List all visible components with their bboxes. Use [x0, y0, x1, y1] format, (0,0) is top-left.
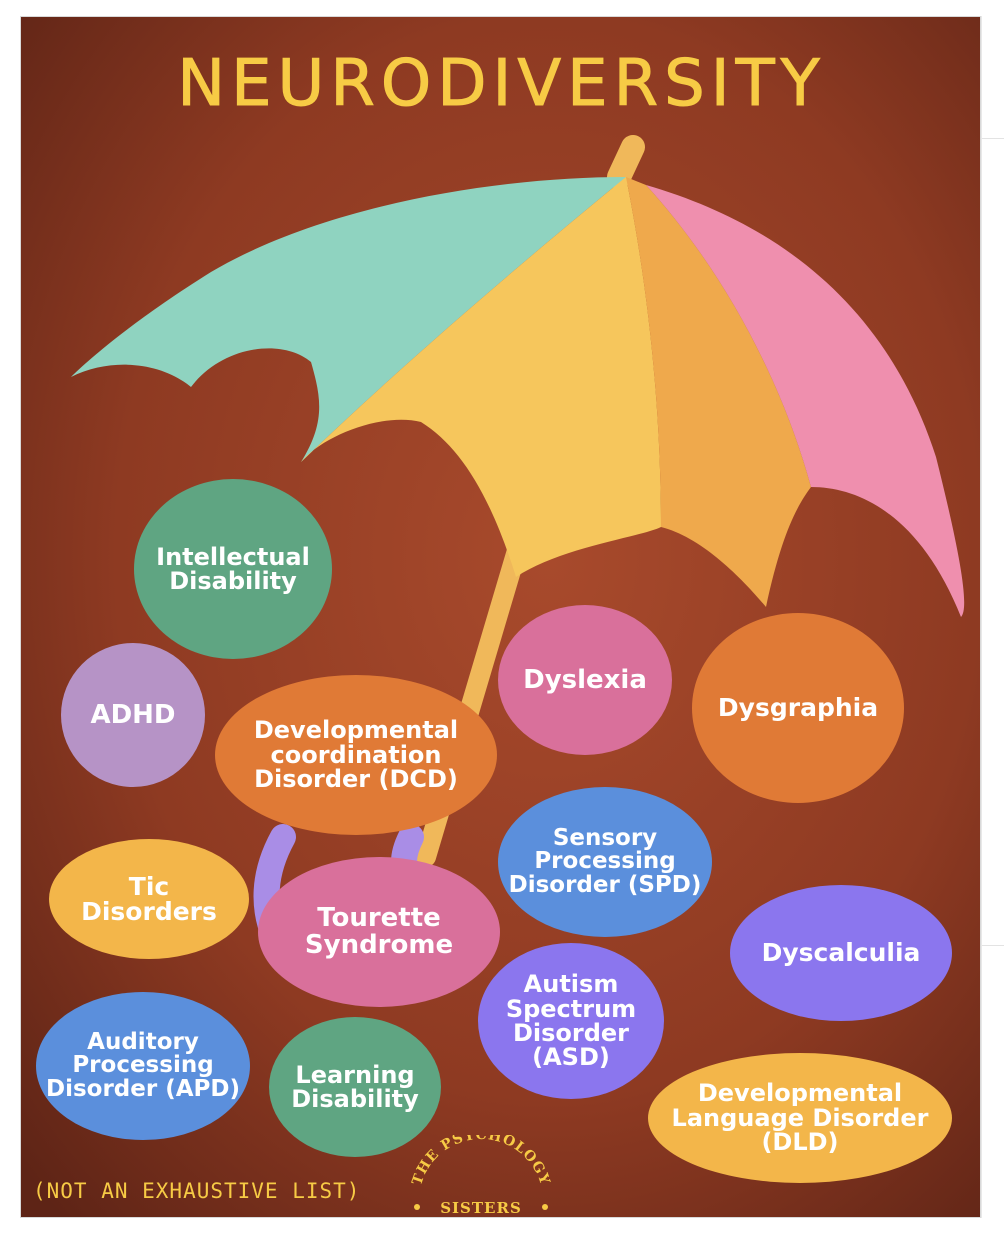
- bubble-label: Autism Spectrum Disorder (ASD): [505, 970, 637, 1072]
- bubble-label: Intellectual Disability: [156, 542, 310, 595]
- bubble-label: Auditory Processing Disorder (APD): [46, 1028, 240, 1102]
- bubble-label: Dyslexia: [523, 664, 647, 695]
- svg-text:SISTERS: SISTERS: [440, 1199, 522, 1217]
- bubble-apd: Auditory Processing Disorder (APD): [36, 992, 250, 1140]
- bubble-label: Tourette Syndrome: [304, 903, 454, 960]
- brand-logo: THE PSYCHOLOGY SISTERS: [409, 1135, 552, 1217]
- bubble-tourette-syndrome: Tourette Syndrome: [258, 857, 500, 1007]
- umbrella-panel-teal: [71, 177, 626, 462]
- bubble-label: Dysgraphia: [717, 693, 879, 723]
- bubble-dyscalculia: Dyscalculia: [730, 885, 952, 1021]
- disclaimer-note: (NOT AN EXHAUSTIVE LIST): [33, 1179, 361, 1203]
- bubble-spd: Sensory Processing Disorder (SPD): [498, 787, 712, 937]
- bubble-dysgraphia: Dysgraphia: [692, 613, 904, 803]
- bubble-dld: Developmental Language Disorder (DLD): [648, 1053, 952, 1183]
- bubble-label: Sensory Processing Disorder (SPD): [508, 824, 702, 898]
- bubble-intellectual-disability: Intellectual Disability: [134, 479, 332, 659]
- bubble-adhd: ADHD: [61, 643, 205, 787]
- bubble-tic-disorders: Tic Disorders: [49, 839, 249, 959]
- divider-line: [981, 16, 982, 1218]
- bubble-dyslexia: Dyslexia: [498, 605, 672, 755]
- umbrella-panel-orange: [626, 177, 811, 607]
- bubble-label: Learning Disability: [291, 1060, 419, 1113]
- bubble-dcd: Developmental coordination Disorder (DCD…: [215, 675, 497, 835]
- divider-line: [981, 945, 1004, 946]
- umbrella-panel-yellow: [301, 177, 661, 577]
- bubble-label: Developmental coordination Disorder (DCD…: [253, 716, 459, 794]
- poster-title: NEURODIVERSITY: [177, 47, 826, 122]
- bubble-learning-disability: Learning Disability: [269, 1017, 441, 1157]
- svg-text:THE PSYCHOLOGY: THE PSYCHOLOGY: [409, 1135, 552, 1187]
- umbrella-tip: [607, 135, 645, 189]
- divider-line: [981, 138, 1004, 139]
- infographic-poster: NEURODIVERSITY Intellectual Disability A…: [20, 16, 981, 1218]
- bubble-label: Tic Disorders: [81, 871, 217, 926]
- bubble-label: ADHD: [90, 699, 176, 730]
- bubble-label: Dyscalculia: [761, 938, 921, 968]
- bubble-label: Developmental Language Disorder (DLD): [671, 1079, 929, 1157]
- umbrella-panel-pink: [646, 185, 965, 617]
- bubble-asd: Autism Spectrum Disorder (ASD): [478, 943, 664, 1099]
